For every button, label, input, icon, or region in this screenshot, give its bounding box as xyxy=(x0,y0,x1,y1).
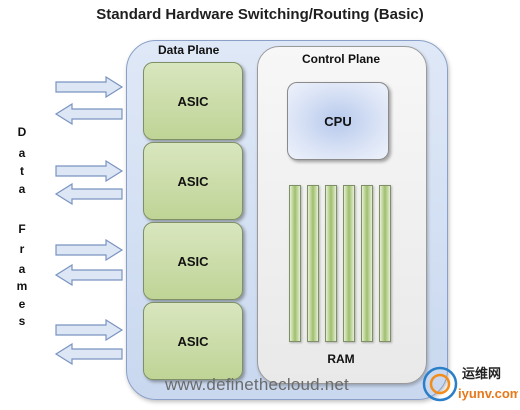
arrow-right-icon xyxy=(55,160,124,182)
ram-stick-5 xyxy=(361,185,373,342)
arrow-left-icon xyxy=(54,103,123,125)
side-letter: s xyxy=(18,314,26,328)
ram-stick-1 xyxy=(289,185,301,342)
ram-stick-6 xyxy=(379,185,391,342)
control-plane-label: Control Plane xyxy=(301,52,380,66)
ram-stick-4 xyxy=(343,185,355,342)
ram-label: RAM xyxy=(327,352,355,366)
side-letter: a xyxy=(18,262,26,276)
arrow-right-icon xyxy=(55,319,124,341)
logo-domain-text: iyunv.com xyxy=(458,386,518,401)
arrow-left-icon xyxy=(54,183,123,205)
ram-stick-3 xyxy=(325,185,337,342)
cpu-label: CPU xyxy=(324,113,352,129)
asic-label: ASIC xyxy=(177,333,209,349)
asic-block-4: ASIC xyxy=(143,302,243,380)
logo-inner-ring-icon xyxy=(429,373,451,395)
asic-label: ASIC xyxy=(177,173,209,189)
asic-label: ASIC xyxy=(177,93,209,109)
side-letter: t xyxy=(20,164,24,178)
arrow-left-icon xyxy=(54,343,123,365)
ram-stick-2 xyxy=(307,185,319,342)
diagram-title: Standard Hardware Switching/Routing (Bas… xyxy=(96,6,424,23)
asic-block-3: ASIC xyxy=(143,222,243,300)
cpu-block: CPU xyxy=(287,82,389,160)
watermark-text: www.definethecloud.net xyxy=(165,375,349,394)
side-letter: a xyxy=(18,146,26,160)
asic-block-2: ASIC xyxy=(143,142,243,220)
side-letter: D xyxy=(17,125,27,139)
asic-block-1: ASIC xyxy=(143,62,243,140)
logo-ring-icon xyxy=(422,366,458,402)
arrow-right-icon xyxy=(55,76,124,98)
side-letter: r xyxy=(19,242,25,256)
data-plane-label: Data Plane xyxy=(158,43,220,57)
asic-label: ASIC xyxy=(177,253,209,269)
arrow-right-icon xyxy=(55,239,124,261)
side-letter: m xyxy=(16,279,28,293)
side-letter: e xyxy=(18,297,26,311)
side-letter: F xyxy=(18,222,26,236)
side-letter: a xyxy=(18,182,26,196)
logo-cn-text: 运维网 xyxy=(462,366,501,381)
site-logo: 运维网 iyunv.com xyxy=(422,366,518,402)
arrow-left-icon xyxy=(54,264,123,286)
